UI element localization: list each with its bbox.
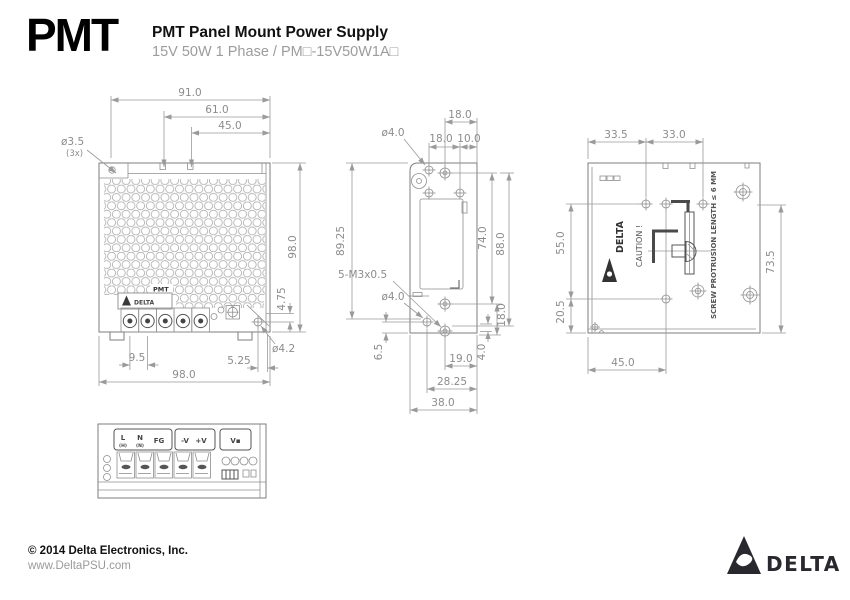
dim-side-18-right: 18.0 — [496, 303, 508, 326]
dim-front-45: 45.0 — [218, 120, 241, 132]
dim-side-hole4-top: ø4.0 — [381, 127, 404, 139]
dim-front-91: 91.0 — [178, 87, 201, 99]
delta-logo: DELTA — [727, 536, 841, 576]
terminal-label-N: N — [137, 434, 143, 442]
delta-triangle-icon — [602, 258, 617, 282]
terminal-labels: L (H) N (N) FG -V +V V▪ — [113, 428, 252, 451]
side-dimensions: 18.0 18.0 10.0 ø4.0 89.25 5-M3x0.5 ø4.0 … — [335, 109, 514, 414]
front-product-label: PMT DELTA — [117, 284, 173, 310]
caution-text: CAUTION ! — [635, 225, 644, 267]
dim-back-735: 73.5 — [765, 250, 777, 273]
dim-front-475: 4.75 — [276, 287, 288, 310]
dim-side-88: 88.0 — [495, 232, 507, 255]
dim-side-hole4-bot: ø4.0 — [381, 291, 404, 303]
side-thread-note: 5-M3x0.5 — [338, 269, 387, 281]
copyright-text: © 2014 Delta Electronics, Inc. — [28, 545, 188, 557]
dim-side-74: 74.0 — [477, 226, 489, 249]
screw-note-text: SCREW PROTRUSION LENGTH ≤ 6 MM — [710, 171, 718, 319]
dim-side-4: 4.0 — [476, 344, 488, 361]
terminal-clamps — [116, 451, 211, 479]
terminal-label-L: L — [121, 434, 126, 442]
page-subtitle: 15V 50W 1 Phase / PM□-15V50W1A□ — [152, 44, 399, 60]
front-dimensions: 91.0 61.0 45.0 ø3.5 (3x) 98.0 4.75 ø4.2 — [61, 87, 306, 386]
dim-front-hole42: ø4.2 — [272, 343, 295, 355]
dim-side-19: 19.0 — [449, 353, 472, 365]
mounting-bracket — [652, 200, 697, 275]
terminal-view: L (H) N (N) FG -V +V V▪ — [97, 423, 267, 499]
dim-side-65: 6.5 — [373, 344, 385, 361]
dim-front-h98: 98.0 — [287, 235, 299, 258]
dim-back-33: 33.0 — [662, 129, 685, 141]
back-brand-mark: DELTA — [602, 220, 626, 282]
back-view: DELTA CAUTION ! SCREW PROTRUSION LENGTH … — [555, 129, 786, 374]
dim-side-10: 10.0 — [457, 133, 480, 145]
page-title: PMT Panel Mount Power Supply — [152, 24, 388, 41]
dim-back-335: 33.5 — [604, 129, 627, 141]
dim-side-2825: 28.25 — [437, 376, 467, 388]
pmt-logo: PMT — [26, 9, 119, 61]
delta-triangle-icon — [122, 295, 131, 306]
website-text: www.DeltaPSU.com — [28, 560, 131, 572]
delta-logo-swoosh — [736, 553, 753, 567]
dim-front-hole35-count: (3x) — [66, 149, 83, 159]
dim-side-18-left: 18.0 — [429, 133, 452, 145]
terminal-label-N-sub: (N) — [136, 443, 144, 449]
dim-front-525: 5.25 — [227, 355, 250, 367]
back-dimensions: 33.5 33.0 55.0 20.5 73.5 45.0 — [555, 129, 786, 374]
dim-back-55: 55.0 — [555, 231, 567, 254]
dim-back-205: 20.5 — [555, 300, 567, 323]
terminal-label-Vpos: +V — [195, 437, 207, 445]
dim-side-8925: 89.25 — [335, 226, 347, 256]
delta-wordmark: DELTA — [766, 552, 841, 576]
terminal-label-L-sub: (H) — [119, 443, 127, 449]
front-terminal-block — [120, 304, 270, 333]
dim-back-45: 45.0 — [611, 357, 634, 369]
front-view: PMT DELTA — [61, 87, 306, 386]
side-view: 18.0 18.0 10.0 ø4.0 89.25 5-M3x0.5 ø4.0 … — [335, 109, 514, 414]
front-model-text: PMT — [153, 286, 169, 294]
back-delta-wordmark: DELTA — [615, 220, 626, 253]
dim-front-w98: 98.0 — [172, 369, 195, 381]
vent-perforations — [104, 179, 265, 295]
dim-front-95: 9.5 — [129, 352, 146, 364]
dim-side-18-top: 18.0 — [448, 109, 471, 121]
dim-front-hole35: ø3.5 — [61, 136, 84, 148]
front-brand-text: DELTA — [134, 300, 155, 307]
terminal-label-Vadj: V▪ — [230, 437, 240, 445]
dim-side-38: 38.0 — [431, 397, 454, 409]
terminal-label-FG: FG — [154, 437, 165, 445]
dim-front-61: 61.0 — [205, 104, 228, 116]
terminal-label-Vneg: -V — [181, 437, 189, 445]
